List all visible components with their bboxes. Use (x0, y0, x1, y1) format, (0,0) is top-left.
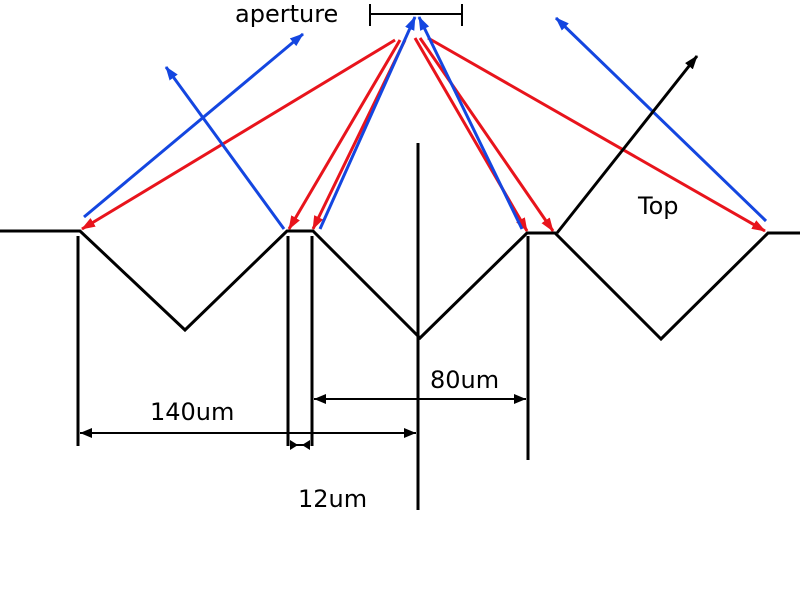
incident-ray-2 (287, 39, 402, 230)
dimension-label-12um: 12um (298, 485, 367, 513)
incident-ray-6 (427, 36, 766, 233)
incident-ray-5 (418, 37, 555, 232)
dimension-label-140um: 140um (150, 398, 234, 426)
outgoing-ray (555, 55, 699, 234)
reflected-ray-1 (83, 32, 304, 219)
top-label: Top (637, 192, 679, 220)
dim-marker-12um (290, 440, 310, 450)
reflected-ray-3 (318, 16, 417, 230)
incident-ray-1 (81, 38, 396, 231)
reflected-ray-2 (164, 66, 286, 230)
reflected-rays (83, 16, 768, 230)
dimension-label-80um: 80um (430, 366, 499, 394)
reflected-ray-5 (554, 16, 768, 223)
aperture-bracket (369, 4, 463, 26)
groove-surface-profile (0, 229, 800, 342)
aperture-label: aperture (235, 0, 338, 28)
reflected-ray-4 (417, 16, 524, 230)
